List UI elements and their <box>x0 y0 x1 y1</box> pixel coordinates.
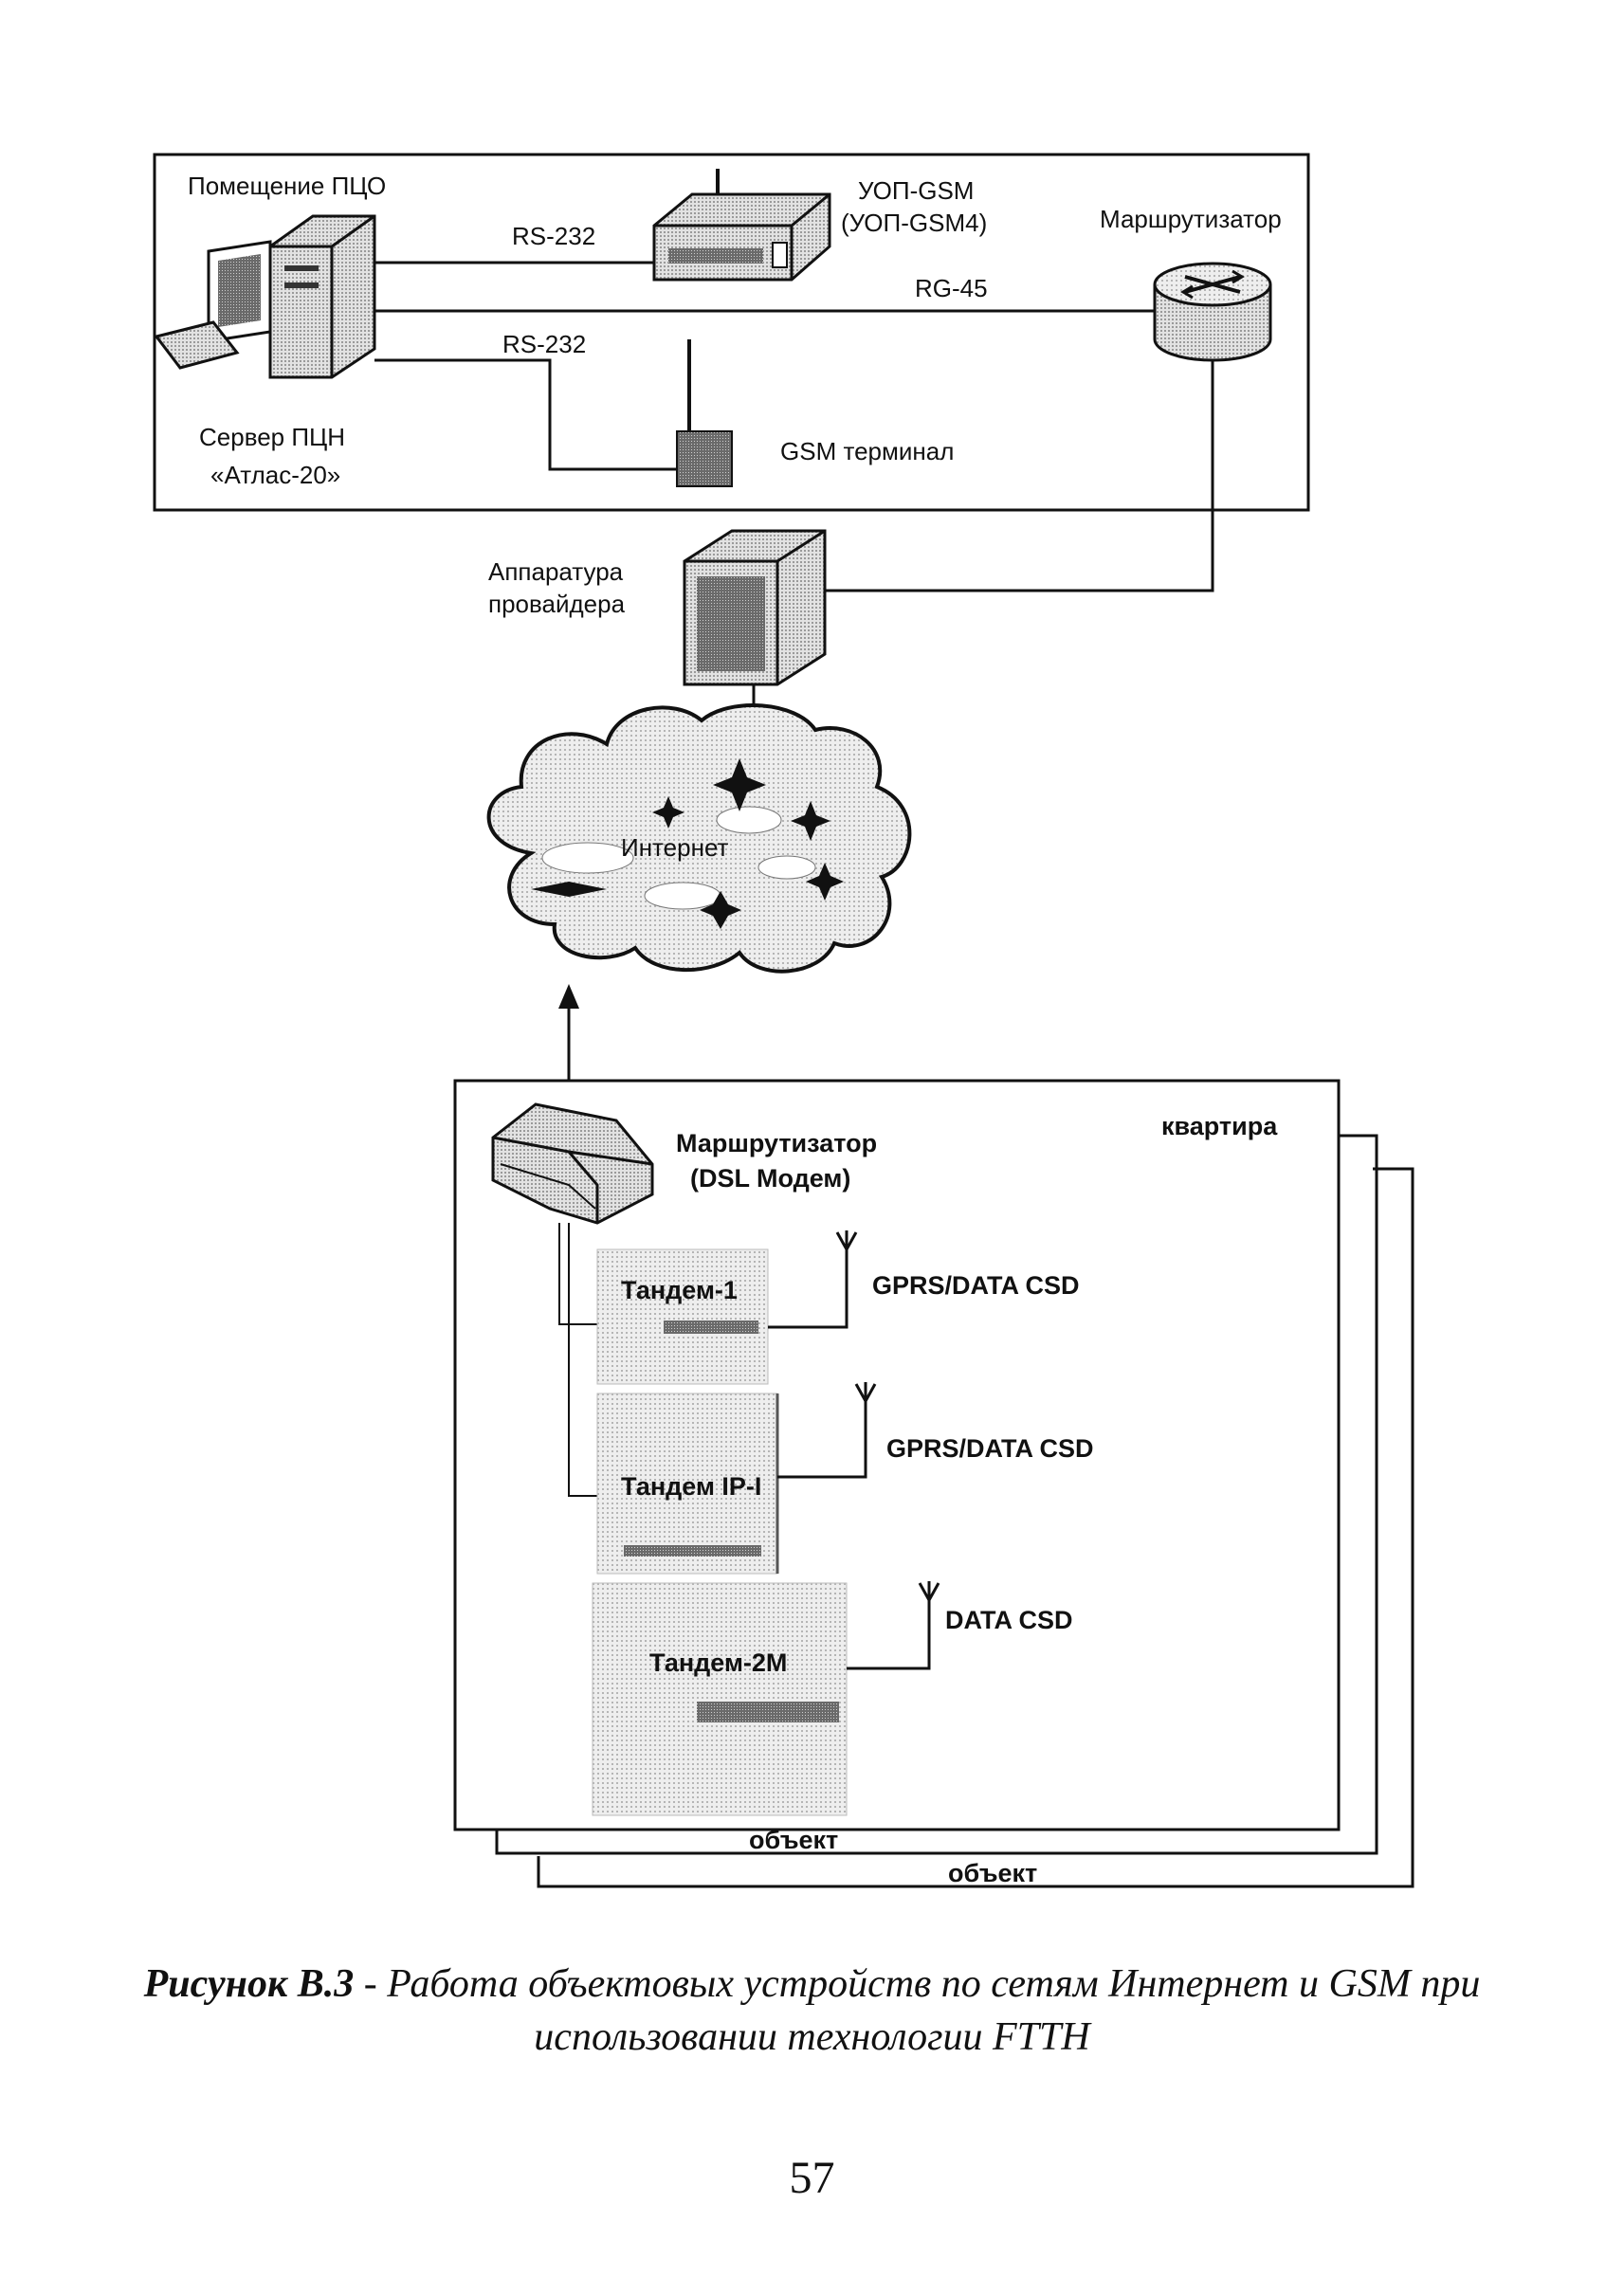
caption-separator: - <box>354 1962 388 2006</box>
device-1-link-label: GPRS/DATA CSD <box>872 1271 1080 1300</box>
figure-number: Рисунок В.3 <box>143 1962 355 2006</box>
server-label-line1: Сервер ПЦН <box>199 423 345 451</box>
router-top-label: Маршрутизатор <box>1100 205 1282 233</box>
uop-label-line2: (УОП-GSM4) <box>841 209 987 237</box>
provider-label-line1: Аппаратура <box>488 557 624 586</box>
link-rg45-label: RG-45 <box>915 274 988 302</box>
link-rs232-top-label: RS-232 <box>512 222 595 250</box>
server-label-line2: «Атлас-20» <box>210 461 340 489</box>
device-2-label: Тандем IP-I <box>621 1472 761 1501</box>
device-1-antenna-icon <box>835 1230 858 1250</box>
internet-cloud-icon <box>486 703 912 974</box>
device-1-box <box>596 1248 769 1385</box>
link-dsl-device2 <box>568 1223 597 1497</box>
object-frame-middle <box>495 1134 1378 1855</box>
caption-text: Работа объектовых устройств по сетям Инт… <box>387 1962 1481 2059</box>
device-1-label: Тандем-1 <box>621 1276 738 1304</box>
device-2-box <box>596 1393 778 1575</box>
device-2-antenna-icon <box>854 1382 877 1402</box>
link-rs232-bottom <box>374 358 677 471</box>
device-3-link-label: DATA CSD <box>945 1606 1073 1634</box>
page-number: 57 <box>789 2153 835 2203</box>
network-diagram: Помещение ПЦО Сервер ПЦН «Атлас-20» RS-2… <box>153 153 1414 1888</box>
router-top-icon <box>1153 262 1272 362</box>
gsm-terminal-icon <box>676 339 733 487</box>
figure-caption: Рисунок В.3 - Работа объектовых устройст… <box>142 1958 1482 2064</box>
link-router-provider <box>825 360 1214 592</box>
arrow-up-icon <box>558 984 579 1009</box>
provider-equipment-icon <box>683 529 827 686</box>
internet-label: Интернет <box>621 833 729 862</box>
link-dsl-device1 <box>558 1223 599 1325</box>
device-3-label: Тандем-2М <box>649 1648 787 1677</box>
device-2-link <box>777 1401 867 1479</box>
device-3-link <box>847 1600 931 1670</box>
object-frame-back <box>537 1167 1414 1888</box>
dsl-router-label-line1: Маршрутизатор <box>676 1129 877 1157</box>
object-label-2: объект <box>948 1859 1037 1887</box>
uop-label-line1: УОП-GSM <box>858 176 974 205</box>
pco-room-frame <box>153 153 1310 512</box>
link-rs232-bottom-label: RS-232 <box>502 330 586 358</box>
device-3-panel <box>697 1702 839 1722</box>
device-2-panel <box>624 1545 761 1557</box>
provider-label-line2: провайдера <box>488 590 626 618</box>
device-3-box <box>592 1582 848 1816</box>
device-1-link <box>768 1249 848 1329</box>
dsl-router-icon <box>491 1102 654 1225</box>
device-2-link-label: GPRS/DATA CSD <box>886 1434 1094 1463</box>
uop-gsm-device-icon <box>652 169 831 282</box>
pco-room-label: Помещение ПЦО <box>188 172 386 200</box>
device-3-antenna-icon <box>918 1581 940 1601</box>
server-computer-icon <box>154 214 376 379</box>
gsm-terminal-label: GSM терминал <box>780 437 954 465</box>
apartment-label: квартира <box>1161 1112 1278 1140</box>
dsl-router-label-line2: (DSL Модем) <box>690 1164 850 1193</box>
object-label-1: объект <box>749 1826 838 1854</box>
device-1-panel <box>664 1321 758 1334</box>
